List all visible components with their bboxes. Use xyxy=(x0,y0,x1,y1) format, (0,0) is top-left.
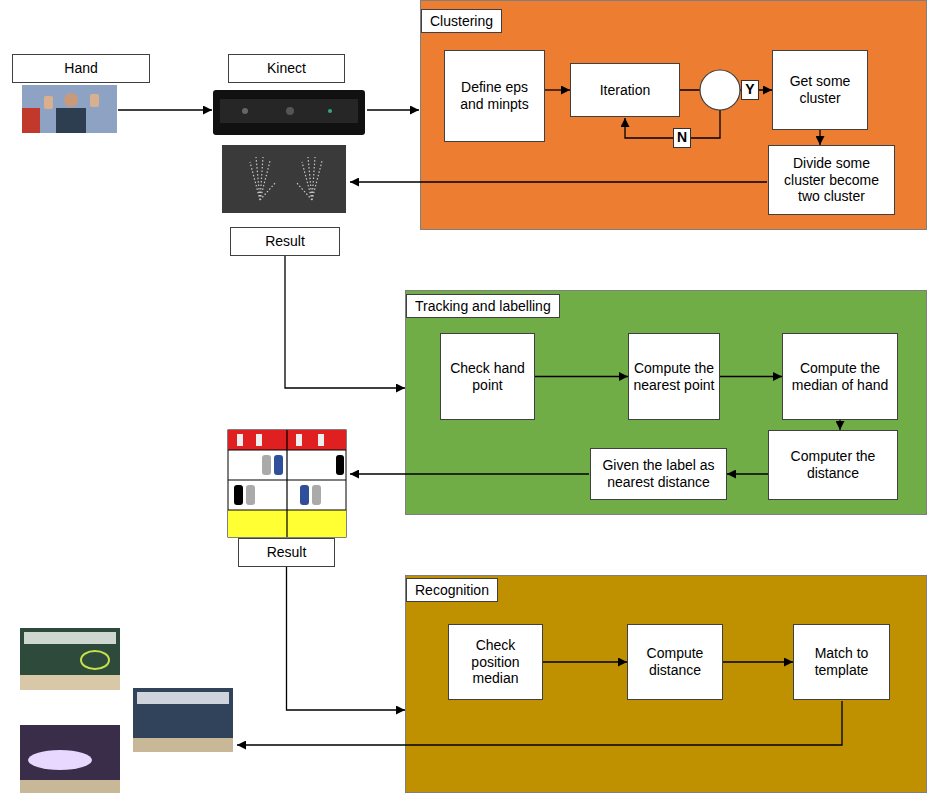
panel-heading: Recognition xyxy=(406,578,498,602)
box-text: Divide some cluster become two cluster xyxy=(773,155,890,205)
process-box: Divide some cluster become two cluster xyxy=(768,145,895,215)
box-text: Check position median xyxy=(453,637,538,687)
box-text: Result xyxy=(265,233,305,250)
flow-arrow xyxy=(285,256,405,388)
process-box: Check position median xyxy=(448,624,543,700)
flow-arrow xyxy=(819,130,820,145)
process-box: Get some cluster xyxy=(772,50,868,130)
person-body xyxy=(56,108,86,133)
process-box: Compute the nearest point xyxy=(628,333,720,420)
kinect-device xyxy=(213,90,365,135)
game-screenshot xyxy=(20,725,120,793)
game-screenshot xyxy=(133,688,233,752)
process-box: Given the label as nearest distance xyxy=(590,448,727,500)
board-grid xyxy=(228,430,346,537)
stage-panel: ClusteringDefine eps and minpts Iteration… xyxy=(420,0,927,230)
hand-mark xyxy=(234,485,243,505)
device-sensor xyxy=(286,107,294,115)
process-box: Hand xyxy=(12,54,150,83)
flow-arrow xyxy=(545,89,570,90)
stage-panel: Tracking and labellingCheck hand pointCo… xyxy=(405,290,927,515)
person-hand xyxy=(90,94,99,107)
photo-object xyxy=(22,108,40,133)
process-box: Iteration xyxy=(570,63,680,117)
board-background xyxy=(228,430,346,537)
screenshot-detail xyxy=(20,780,120,793)
box-text: Define eps and minpts xyxy=(449,79,540,113)
box-text: Compute the median of hand xyxy=(787,360,893,394)
process-box: Match to template xyxy=(793,624,890,700)
hand-mark xyxy=(274,455,283,475)
hand-mark xyxy=(300,485,309,505)
device-face xyxy=(220,99,358,123)
flow-arrow xyxy=(543,661,627,662)
game-screenshots xyxy=(20,628,233,793)
screenshot-detail xyxy=(28,750,92,770)
labelled-board-image xyxy=(228,430,346,537)
screenshot-detail xyxy=(81,651,109,669)
photo-background xyxy=(22,85,117,133)
box-text: Compute distance xyxy=(632,645,718,679)
process-box: Result xyxy=(238,538,335,567)
process-box: Computer the distance xyxy=(768,430,898,500)
box-text: Get some cluster xyxy=(777,73,863,107)
hand-mark xyxy=(312,485,321,505)
decision-circle xyxy=(700,70,740,110)
process-box: Kinect xyxy=(228,54,345,83)
box-text: Result xyxy=(267,544,307,561)
box-text: Compute the nearest point xyxy=(633,360,715,394)
device-sensor xyxy=(242,108,248,114)
edge-label: Y xyxy=(741,80,758,100)
flow-arrow xyxy=(839,420,840,430)
box-text: Given the label as nearest distance xyxy=(595,457,722,491)
hand-mark xyxy=(262,455,271,475)
flow-arrow xyxy=(287,567,406,710)
flow-arrow xyxy=(367,109,419,110)
screenshot-detail xyxy=(137,692,229,704)
device-light xyxy=(328,109,332,113)
process-box: Define eps and minpts xyxy=(444,50,545,142)
process-box: Compute distance xyxy=(627,624,723,700)
flow-arrow xyxy=(720,376,782,377)
flow-arrow xyxy=(723,661,793,662)
box-text: Check hand point xyxy=(445,360,530,394)
panel-heading: Tracking and labelling xyxy=(406,294,560,318)
person-hand xyxy=(44,96,53,109)
device-body xyxy=(213,90,365,135)
box-text: Kinect xyxy=(267,60,306,77)
board-card xyxy=(296,434,302,446)
box-text: Computer the distance xyxy=(773,448,893,482)
hand-skeleton-image xyxy=(222,145,346,213)
game-screenshot xyxy=(20,628,120,690)
flow-arrow xyxy=(535,376,628,377)
box-text: Match to template xyxy=(798,645,885,679)
hand-skeleton xyxy=(250,157,276,200)
process-box: Check hand point xyxy=(440,333,535,420)
flow-arrow xyxy=(350,181,767,182)
hand-skeleton xyxy=(296,157,322,200)
screenshot-detail xyxy=(133,738,233,752)
board-card xyxy=(237,434,243,446)
process-box: Result xyxy=(230,227,340,256)
flow-arrow xyxy=(350,473,589,474)
stage-panel: RecognitionCheck position median Compute … xyxy=(405,575,927,793)
process-box: Compute the median of hand xyxy=(782,333,898,420)
branch-label: N xyxy=(673,128,691,148)
box-text: Iteration xyxy=(600,82,651,99)
screenshot-detail xyxy=(24,632,116,644)
flow-arrow xyxy=(118,109,212,110)
image-background xyxy=(222,145,346,213)
screenshot-detail xyxy=(20,675,120,690)
panel-heading: Clustering xyxy=(421,9,502,33)
hand-photo xyxy=(22,85,117,133)
box-text: Hand xyxy=(64,60,97,77)
hand-mark xyxy=(246,485,255,505)
person-head xyxy=(64,93,78,107)
hand-mark xyxy=(336,455,344,475)
board-card xyxy=(256,434,262,446)
flow-arrow xyxy=(727,473,768,474)
board-card xyxy=(318,434,324,446)
